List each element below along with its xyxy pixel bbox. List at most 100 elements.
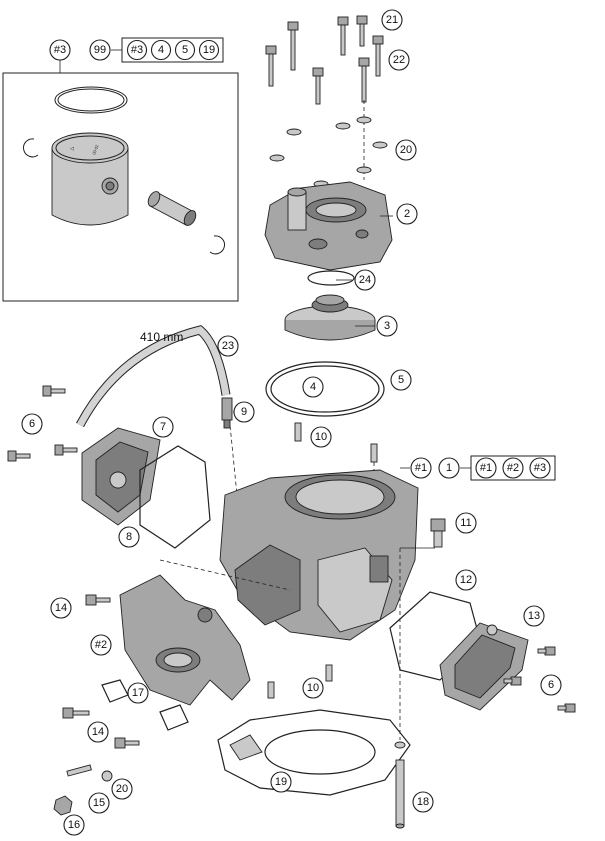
piston-kit-box: ◁ 00-02 <box>2 58 239 302</box>
housing-axis <box>159 559 291 591</box>
dowel-top-left <box>294 422 302 442</box>
bolt-e <box>372 35 384 77</box>
callout-7: 7 <box>152 416 174 438</box>
callout-6-right: 6 <box>540 674 562 696</box>
circlip-right <box>209 235 225 255</box>
callout-18-label: 18 <box>417 796 429 808</box>
callout-piston-kit: #3 <box>49 39 71 61</box>
callout-piston-kit-label: #3 <box>54 44 66 56</box>
callout-17: 17 <box>127 682 149 704</box>
callout-12-label: 12 <box>460 574 472 586</box>
callout-14-bottom-label: 14 <box>92 726 104 738</box>
stud-15 <box>66 764 92 777</box>
callout-17-label: 17 <box>132 687 144 699</box>
callout-24: 24 <box>354 269 376 291</box>
cylinder-head-bolts <box>265 15 384 105</box>
callout-3: 3 <box>376 315 398 337</box>
hose-fitting <box>221 397 233 429</box>
kit-99-item-3: 19 <box>198 39 220 61</box>
kit-99-item-1-label: 4 <box>158 44 164 56</box>
callout-10-top: 10 <box>310 426 332 448</box>
callout-13-label: 13 <box>528 610 540 622</box>
callout-4-label: 4 <box>310 381 316 393</box>
valve-cover-gasket-left <box>139 445 211 549</box>
callout-5-label: 5 <box>398 374 404 386</box>
callout-20-bottom: 20 <box>111 778 133 800</box>
callout-hash2: #2 <box>90 634 112 656</box>
callout-9-label: 9 <box>241 406 247 418</box>
callout-12: 12 <box>455 569 477 591</box>
piston-kit-frame <box>2 72 239 302</box>
callout-13: 13 <box>523 605 545 627</box>
callout-8: 8 <box>118 526 140 548</box>
callout-2: 2 <box>396 203 418 225</box>
callout-kit-99-label: 99 <box>94 44 106 56</box>
cylinder <box>219 469 419 641</box>
dowel-top-right <box>370 443 378 463</box>
screws-14-bottom <box>62 707 140 749</box>
callout-7-label: 7 <box>160 421 166 433</box>
piston-ring-inner <box>57 88 125 112</box>
callout-3-label: 3 <box>384 320 390 332</box>
callout-kit-99: 99 <box>89 39 111 61</box>
clamp-17 <box>101 679 129 703</box>
kit-99-item-0-label: #3 <box>131 44 143 56</box>
screws-right <box>503 646 576 713</box>
dowel-bottom-right <box>325 664 333 682</box>
svg-text:00-02: 00-02 <box>91 143 99 155</box>
callout-10-bottom: 10 <box>302 677 324 699</box>
kit-99-item-3-label: 19 <box>203 44 215 56</box>
svg-text:◁: ◁ <box>70 146 74 152</box>
callout-20-top: 20 <box>395 139 417 161</box>
callout-14-top: 14 <box>50 597 72 619</box>
valve-cover-left <box>81 427 161 526</box>
bolt-b <box>265 45 277 87</box>
callout-14-bottom: 14 <box>87 721 109 743</box>
callout-4: 4 <box>302 376 324 398</box>
callout-20-bottom-label: 20 <box>116 783 128 795</box>
exhaust-valve-housing <box>119 574 251 706</box>
kit-99-item-1: 4 <box>150 39 172 61</box>
callout-23: 23 <box>217 335 239 357</box>
callout-6-left-label: 6 <box>29 418 35 430</box>
callout-22-label: 22 <box>393 54 405 66</box>
callout-10-bottom-label: 10 <box>307 682 319 694</box>
callout-19: 19 <box>270 771 292 793</box>
callout-18: 18 <box>412 791 434 813</box>
nut-16 <box>53 795 73 816</box>
callout-11-label: 11 <box>460 517 471 529</box>
bolt-g <box>358 57 370 103</box>
callout-6-left: 6 <box>21 413 43 435</box>
callout-hash2-label: #2 <box>95 639 107 651</box>
hose-length-label: 410 mm <box>140 330 183 344</box>
kit-1-item-2: #3 <box>529 457 551 479</box>
callout-20-top-label: 20 <box>400 144 412 156</box>
kit-1-item-1-label: #2 <box>507 462 519 474</box>
head-gasket-inner <box>270 365 380 413</box>
bolt-f <box>312 67 324 105</box>
callout-22: 22 <box>388 49 410 71</box>
bolt-d <box>356 15 368 47</box>
callout-14-top-label: 14 <box>55 602 67 614</box>
stud-18 <box>394 741 406 829</box>
bolt-a <box>287 21 299 71</box>
coolant-hose <box>76 325 231 428</box>
callout-8-label: 8 <box>126 531 132 543</box>
dowel-bottom-left <box>267 681 275 699</box>
callout-16: 16 <box>63 814 85 836</box>
callout-9: 9 <box>233 401 255 423</box>
base-gasket <box>217 709 411 796</box>
kit-99-item-2-label: 5 <box>182 44 188 56</box>
callout-16-label: 16 <box>68 819 80 831</box>
callout-10-top-label: 10 <box>315 431 327 443</box>
washer-bottom <box>101 770 113 782</box>
cylinder-head <box>264 181 393 271</box>
bolt-c <box>337 16 349 56</box>
kit-1-item-2-label: #3 <box>534 462 546 474</box>
callout-11: 11 <box>455 512 477 534</box>
callout-21-label: 21 <box>386 14 398 26</box>
callout-kit-1-label: 1 <box>446 462 452 474</box>
o-ring-24 <box>307 270 355 286</box>
head-gasket-outer <box>265 361 385 417</box>
